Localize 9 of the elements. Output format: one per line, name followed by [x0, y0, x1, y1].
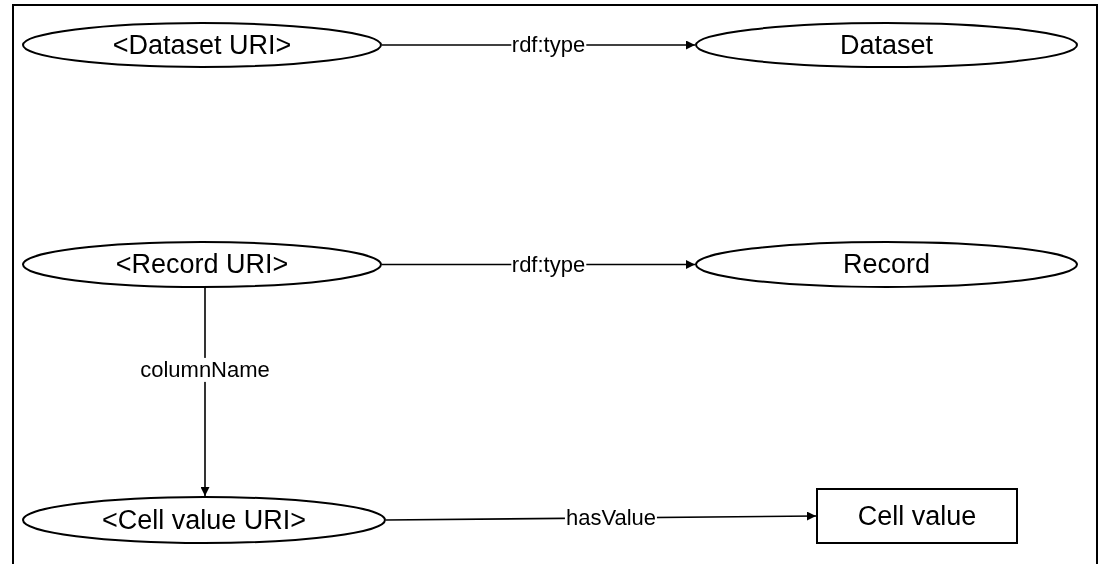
node-label: Record [842, 249, 930, 280]
value-box [816, 488, 1018, 544]
node-label: Dataset [839, 29, 934, 61]
node-label: <Record URI> [115, 249, 289, 280]
node-label: Cell value [857, 500, 977, 532]
edge-label: columnName [139, 357, 271, 383]
node-label: <Dataset URI> [112, 29, 292, 61]
arrow [200, 287, 210, 497]
node-label: <Cell value URI> [101, 504, 307, 536]
